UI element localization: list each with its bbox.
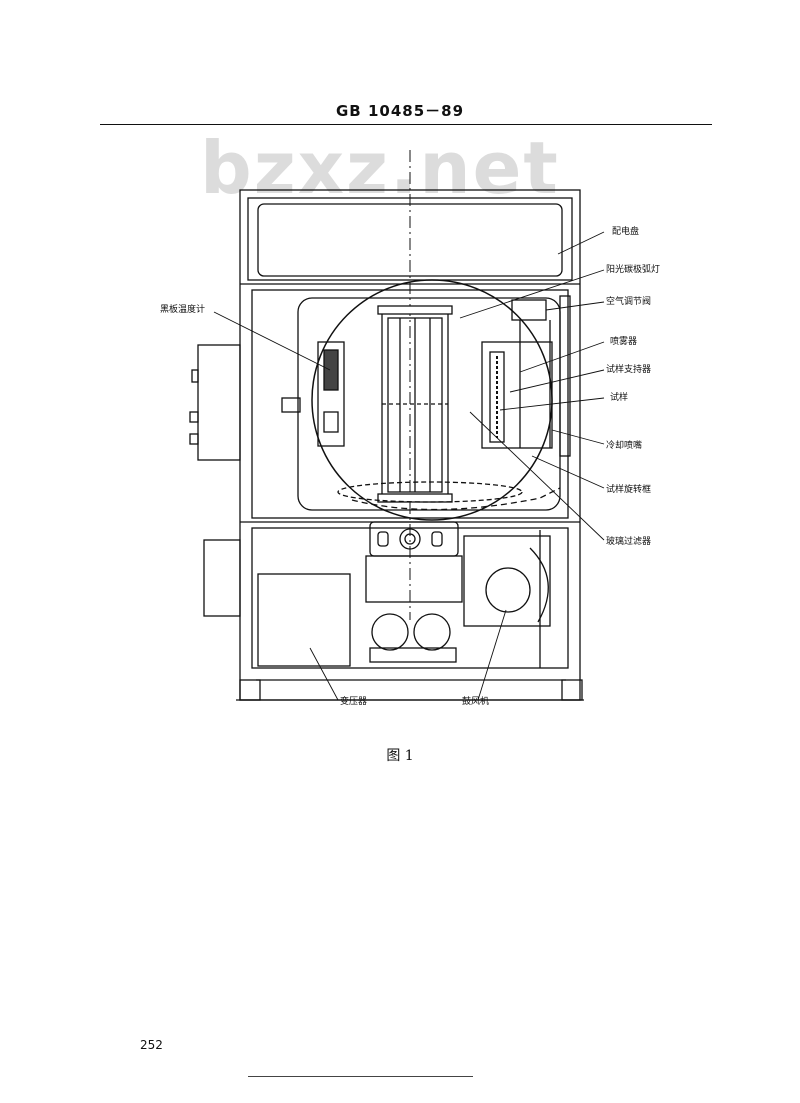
leader-carbon-arc-lamp (459, 269, 605, 319)
air-valve-box (511, 299, 547, 321)
chamber-inner (297, 297, 561, 511)
label-sample: 试样 (610, 391, 628, 403)
leader-air-valve (545, 301, 605, 311)
label-rotating-frame: 试样旋转框 (606, 483, 651, 495)
leader-sample-holder (509, 369, 605, 393)
leader-glass-filter (469, 411, 605, 541)
header-rule (100, 124, 712, 125)
side-box-upper (197, 344, 241, 461)
side-knob-2 (189, 433, 199, 445)
label-cooling-spray: 冷却喷嘴 (606, 439, 642, 451)
left-sample-holder (317, 341, 345, 447)
side-knob-3 (191, 369, 199, 383)
transformer-box (257, 573, 351, 667)
label-air-valve: 空气调节阀 (606, 295, 651, 307)
leader-transformer (309, 647, 339, 701)
motor-shaft-inner (404, 533, 416, 545)
rotating-frame (337, 481, 523, 503)
blower-housing (463, 535, 551, 627)
label-carbon-arc-lamp: 阳光碳极弧灯 (606, 263, 660, 275)
motor-shaft (399, 528, 421, 550)
motor-port-left (377, 531, 389, 547)
right-sample-holder (481, 341, 553, 449)
leader-thermometer (213, 311, 331, 371)
page-number: 252 (140, 1038, 163, 1052)
leader-distribution-panel (557, 231, 605, 255)
label-black-panel-thermometer: 黑板温度计 (160, 303, 205, 315)
leader-cooling-spray (551, 429, 605, 445)
bottom-rule (248, 1076, 473, 1077)
leader-spray-nozzle (519, 341, 605, 373)
leader-sample (499, 397, 605, 411)
label-transformer: 变压器 (340, 695, 367, 707)
section-circle (311, 279, 553, 521)
reservoir (365, 555, 463, 603)
motor-housing (369, 521, 459, 557)
thermometer-mount (281, 397, 301, 413)
side-box-lower (203, 539, 241, 617)
standard-code: GB 10485－89 (335, 102, 465, 120)
lamp-top-plate (377, 305, 453, 315)
foot-left (239, 679, 261, 701)
leader-blower (477, 609, 507, 701)
pump-right (413, 613, 451, 651)
side-knob-1 (189, 411, 199, 423)
motor-port-right (431, 531, 443, 547)
label-sample-holder: 试样支持器 (606, 363, 651, 375)
label-glass-filter: 玻璃过滤器 (606, 535, 651, 547)
black-panel (323, 349, 339, 391)
side-pipe (559, 295, 571, 457)
watermark: bzxz.net (200, 126, 560, 210)
pump-base (369, 647, 457, 663)
pump-left (371, 613, 409, 651)
leader-rotating-frame (531, 455, 605, 489)
blower-duct (529, 547, 549, 623)
figure-caption: 图 1 (386, 748, 414, 764)
label-spray-nozzle: 喷雾器 (610, 336, 637, 347)
blower-fan (485, 567, 531, 613)
label-distribution-panel: 配电盘 (612, 225, 639, 237)
foot-right (561, 679, 583, 701)
label-blower: 鼓风机 (462, 695, 489, 707)
right-sample-rack (489, 351, 505, 443)
rotating-frame-path (351, 487, 561, 511)
lamp-bottom-plate (377, 493, 453, 503)
left-sample (323, 411, 339, 433)
